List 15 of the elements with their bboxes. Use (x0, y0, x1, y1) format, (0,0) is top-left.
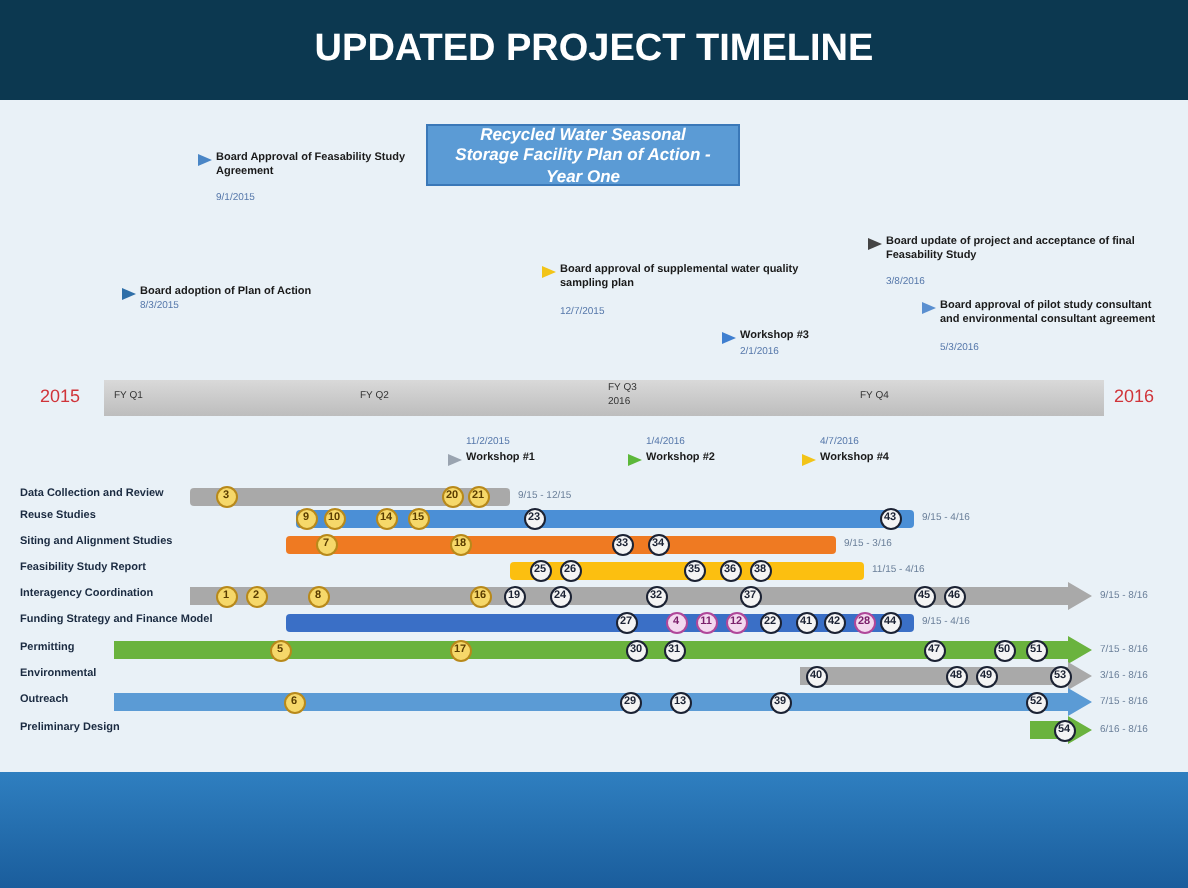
timeline-axis (104, 380, 1104, 416)
timeline-bar (296, 509, 914, 527)
year-label: 2016 (1114, 386, 1155, 406)
timeline-bar (286, 613, 914, 631)
timeline-bar (286, 535, 836, 553)
year-label: 2015 (40, 386, 81, 406)
timeline-bar (1030, 716, 1092, 744)
timeline-bar (510, 561, 864, 579)
timeline-bar (114, 688, 1092, 716)
timeline-bar (114, 636, 1092, 664)
timeline-bar (800, 662, 1092, 690)
timeline-bar (190, 582, 1092, 610)
timeline-bar (190, 487, 510, 505)
heading-box: Recycled Water Seasonal Storage Facility Plan of Action - Year One (426, 124, 740, 186)
slide-title: UPDATED PROJECT TIMELINE (312, 28, 876, 72)
